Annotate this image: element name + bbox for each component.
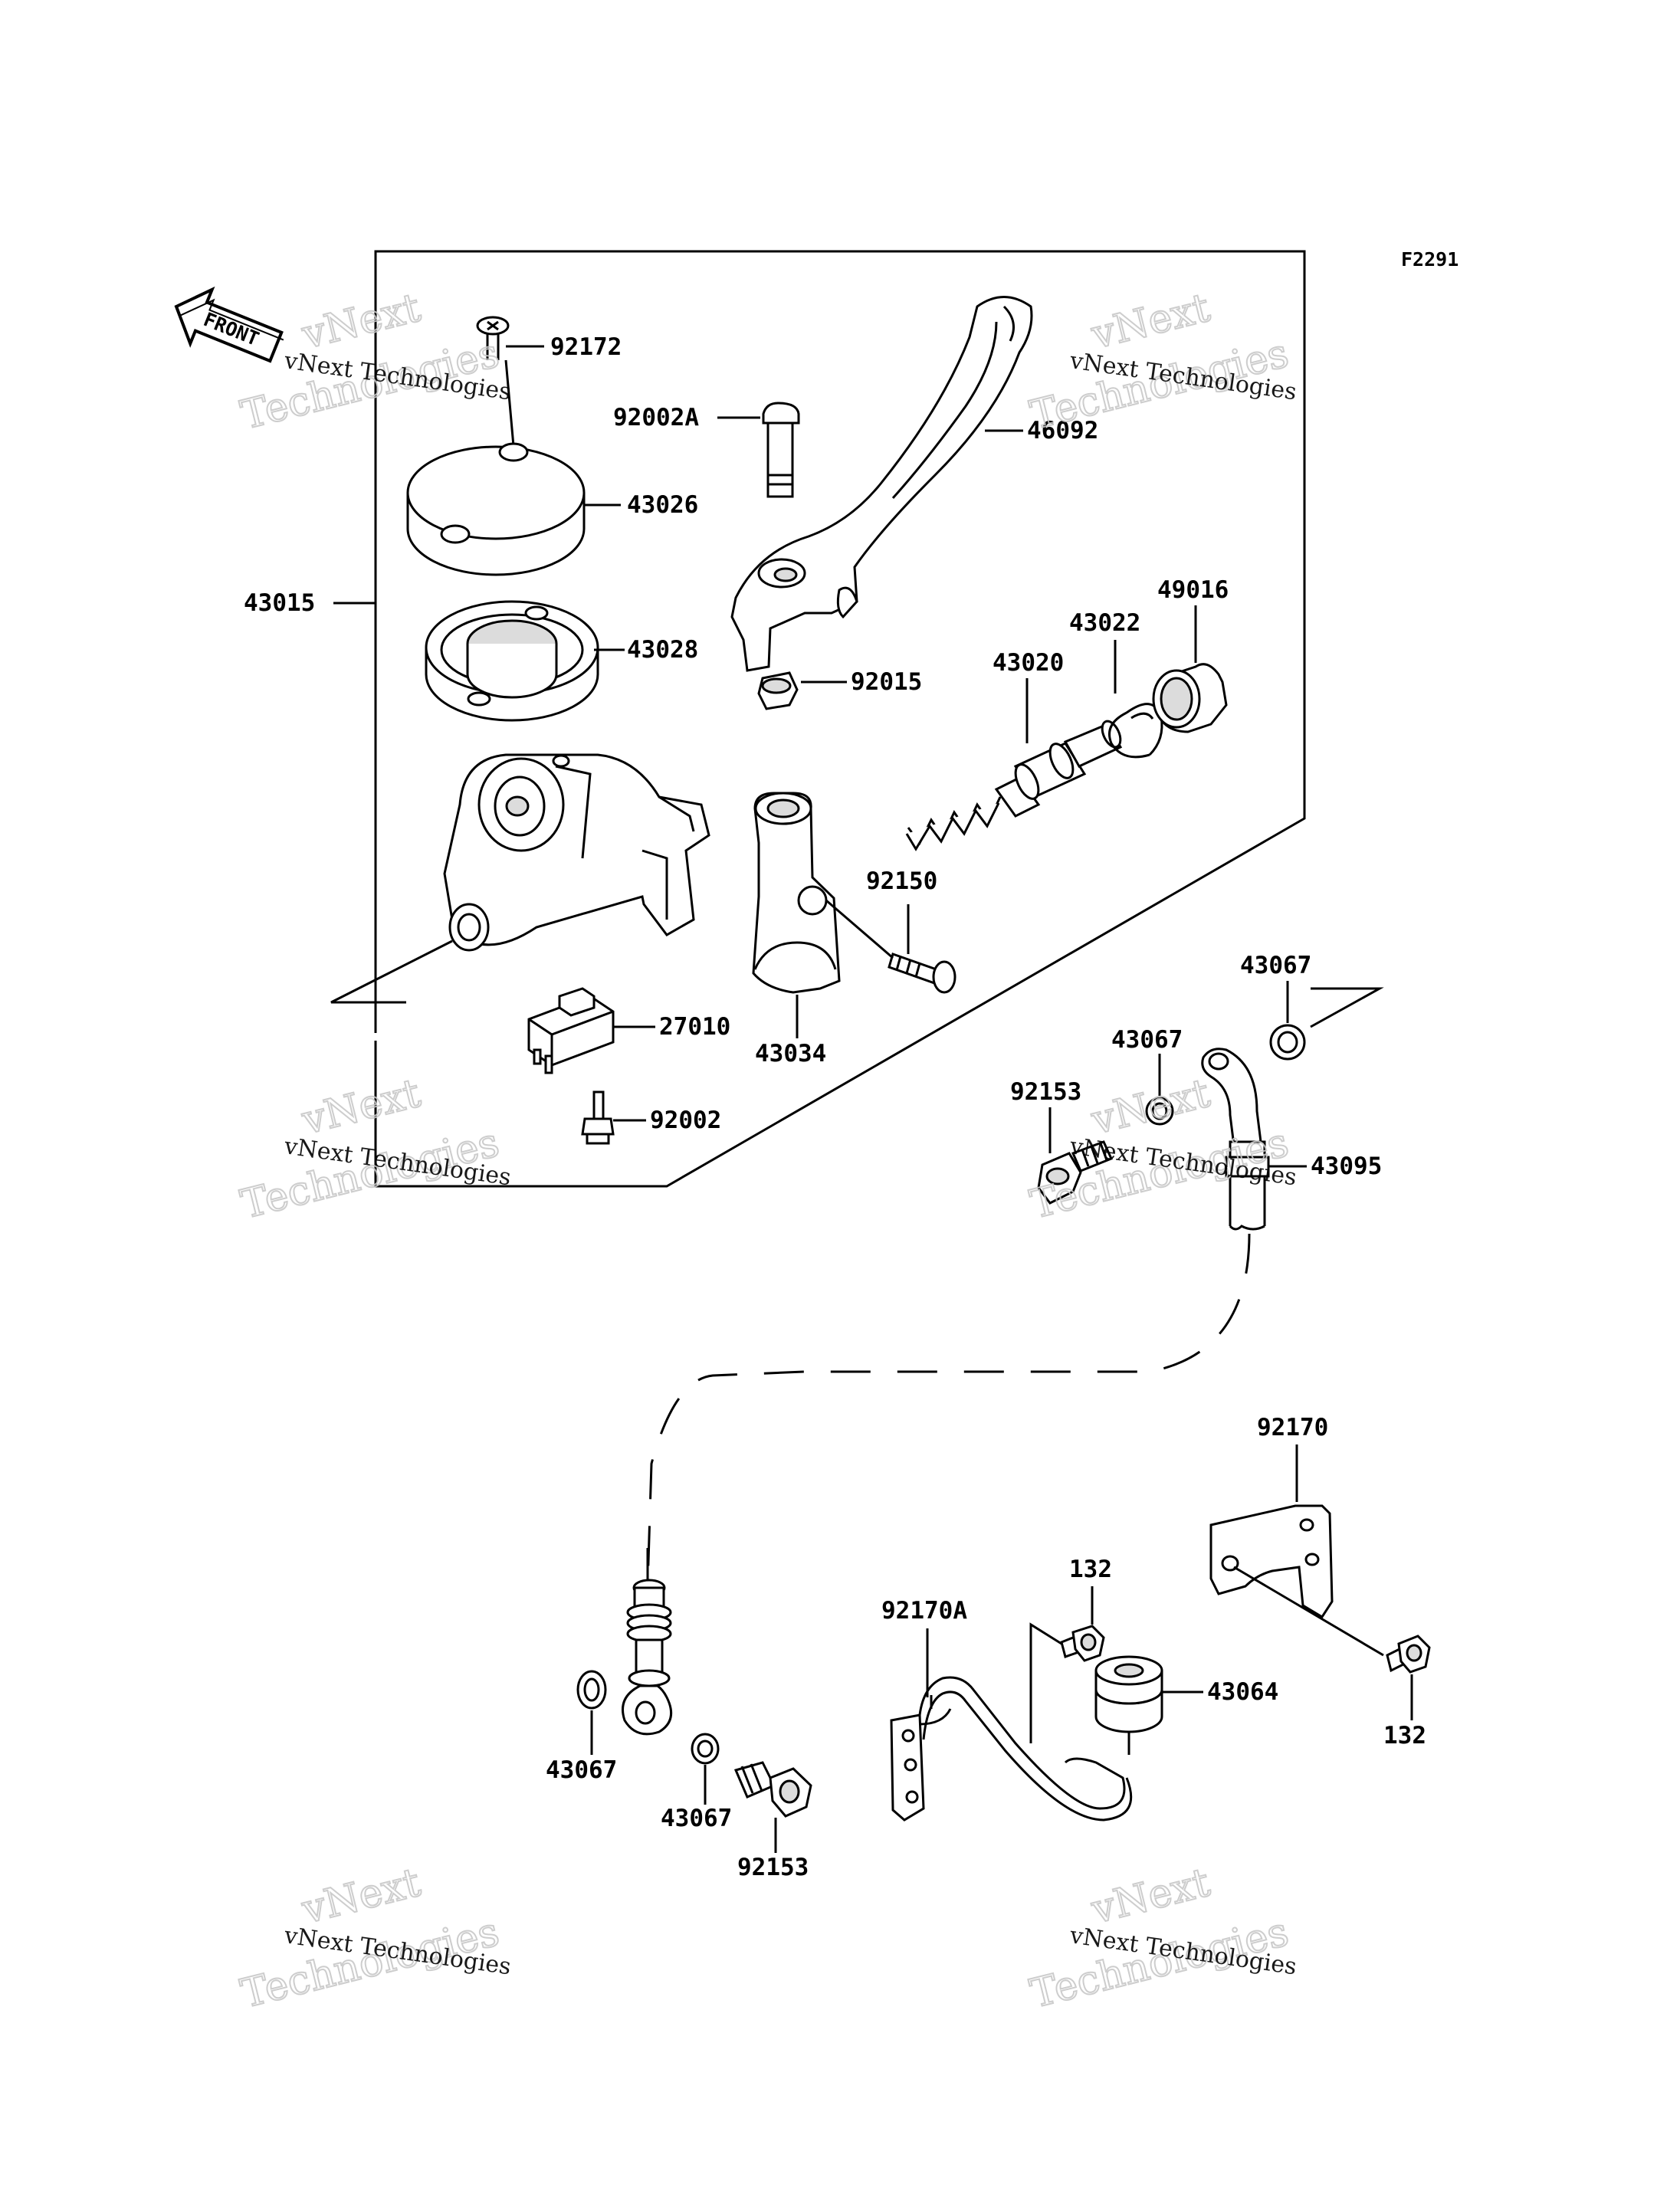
svg-text:vNext: vNext bbox=[1087, 1071, 1215, 1144]
hose-route-dashed bbox=[646, 1233, 1251, 1587]
pivot-bolt-92002A-icon bbox=[762, 402, 800, 498]
nut-92015-icon bbox=[757, 671, 799, 710]
label-92002A: 92002A bbox=[613, 404, 699, 431]
screw-92172-icon bbox=[476, 316, 544, 447]
label-43026: 43026 bbox=[627, 491, 698, 519]
brake-switch-27010-icon bbox=[527, 987, 615, 1074]
label-46092: 46092 bbox=[1027, 417, 1098, 444]
watermark-bottom-right: vNext Technologies vNext Technologies bbox=[1025, 1859, 1298, 2018]
master-cylinder-body-icon bbox=[443, 753, 710, 952]
label-43067-d: 43067 bbox=[661, 1805, 732, 1832]
hose-fitting-lower-icon bbox=[622, 1548, 673, 1736]
boot-49016-icon bbox=[1152, 663, 1228, 733]
svg-text:vNext: vNext bbox=[297, 285, 425, 359]
washer-43067-c-icon bbox=[576, 1670, 607, 1710]
grommet-43064-icon bbox=[1094, 1655, 1163, 1755]
label-43095: 43095 bbox=[1311, 1153, 1382, 1180]
washer-43067-d-icon bbox=[691, 1733, 720, 1765]
brake-hose-43095-icon bbox=[1201, 1048, 1270, 1231]
label-92170: 92170 bbox=[1257, 1414, 1328, 1441]
clamp-43034-icon bbox=[752, 792, 841, 994]
label-43067-b: 43067 bbox=[1111, 1026, 1183, 1054]
label-27010: 27010 bbox=[659, 1013, 730, 1041]
svg-text:vNext: vNext bbox=[297, 1071, 425, 1144]
svg-text:vNext: vNext bbox=[297, 1860, 425, 1933]
washer-43067-a-icon bbox=[1269, 1024, 1306, 1061]
label-43028: 43028 bbox=[627, 636, 698, 664]
brake-lever-46092-icon bbox=[730, 296, 1033, 672]
piston-43020-icon bbox=[905, 720, 1123, 851]
watermark-bottom-left: vNext Technologies vNext Technologies bbox=[236, 1859, 513, 2018]
bracket-92170A-icon bbox=[890, 1676, 1133, 1822]
diaphragm-43028-icon bbox=[425, 600, 599, 722]
bracket-92170-icon bbox=[1209, 1504, 1384, 1657]
reservoir-cap-43026-icon bbox=[406, 442, 586, 576]
label-43034: 43034 bbox=[755, 1040, 826, 1067]
banjo-bolt-92153-b-icon bbox=[733, 1761, 812, 1818]
label-132-a: 132 bbox=[1069, 1556, 1112, 1583]
label-92153-a: 92153 bbox=[1010, 1078, 1081, 1106]
figure-code: F2291 bbox=[1401, 248, 1459, 271]
label-43020: 43020 bbox=[993, 649, 1064, 677]
svg-text:vNext: vNext bbox=[1087, 1860, 1215, 1933]
label-43067-c: 43067 bbox=[546, 1756, 617, 1784]
watermark-top-right: vNext Technologies vNext Technologies bbox=[1025, 284, 1298, 440]
label-43022: 43022 bbox=[1069, 609, 1140, 637]
front-arrow-icon: FRONT bbox=[174, 286, 284, 363]
label-49016: 49016 bbox=[1157, 576, 1229, 604]
assembly-frame bbox=[330, 250, 1306, 1188]
label-92150: 92150 bbox=[866, 867, 937, 895]
bolt-132-a-icon bbox=[1029, 1622, 1105, 1743]
watermark-mid-left: vNext Technologies vNext Technologies bbox=[236, 1070, 513, 1229]
washer-43067-b-icon bbox=[1145, 1097, 1174, 1126]
label-92002: 92002 bbox=[650, 1107, 721, 1134]
label-43015: 43015 bbox=[244, 589, 315, 617]
label-132-b: 132 bbox=[1383, 1722, 1426, 1749]
label-43064: 43064 bbox=[1207, 1678, 1278, 1706]
svg-text:vNext: vNext bbox=[1087, 285, 1215, 359]
label-92015: 92015 bbox=[851, 668, 922, 696]
screw-92002-icon bbox=[581, 1090, 615, 1145]
label-92172: 92172 bbox=[550, 333, 622, 361]
label-43067-a: 43067 bbox=[1240, 952, 1311, 979]
label-92170A: 92170A bbox=[881, 1597, 967, 1625]
label-92153-b: 92153 bbox=[737, 1854, 809, 1881]
bolt-92150-icon bbox=[825, 899, 956, 994]
banjo-bolt-92153-a-icon bbox=[1037, 1140, 1114, 1205]
bolt-132-b-icon bbox=[1386, 1635, 1431, 1674]
